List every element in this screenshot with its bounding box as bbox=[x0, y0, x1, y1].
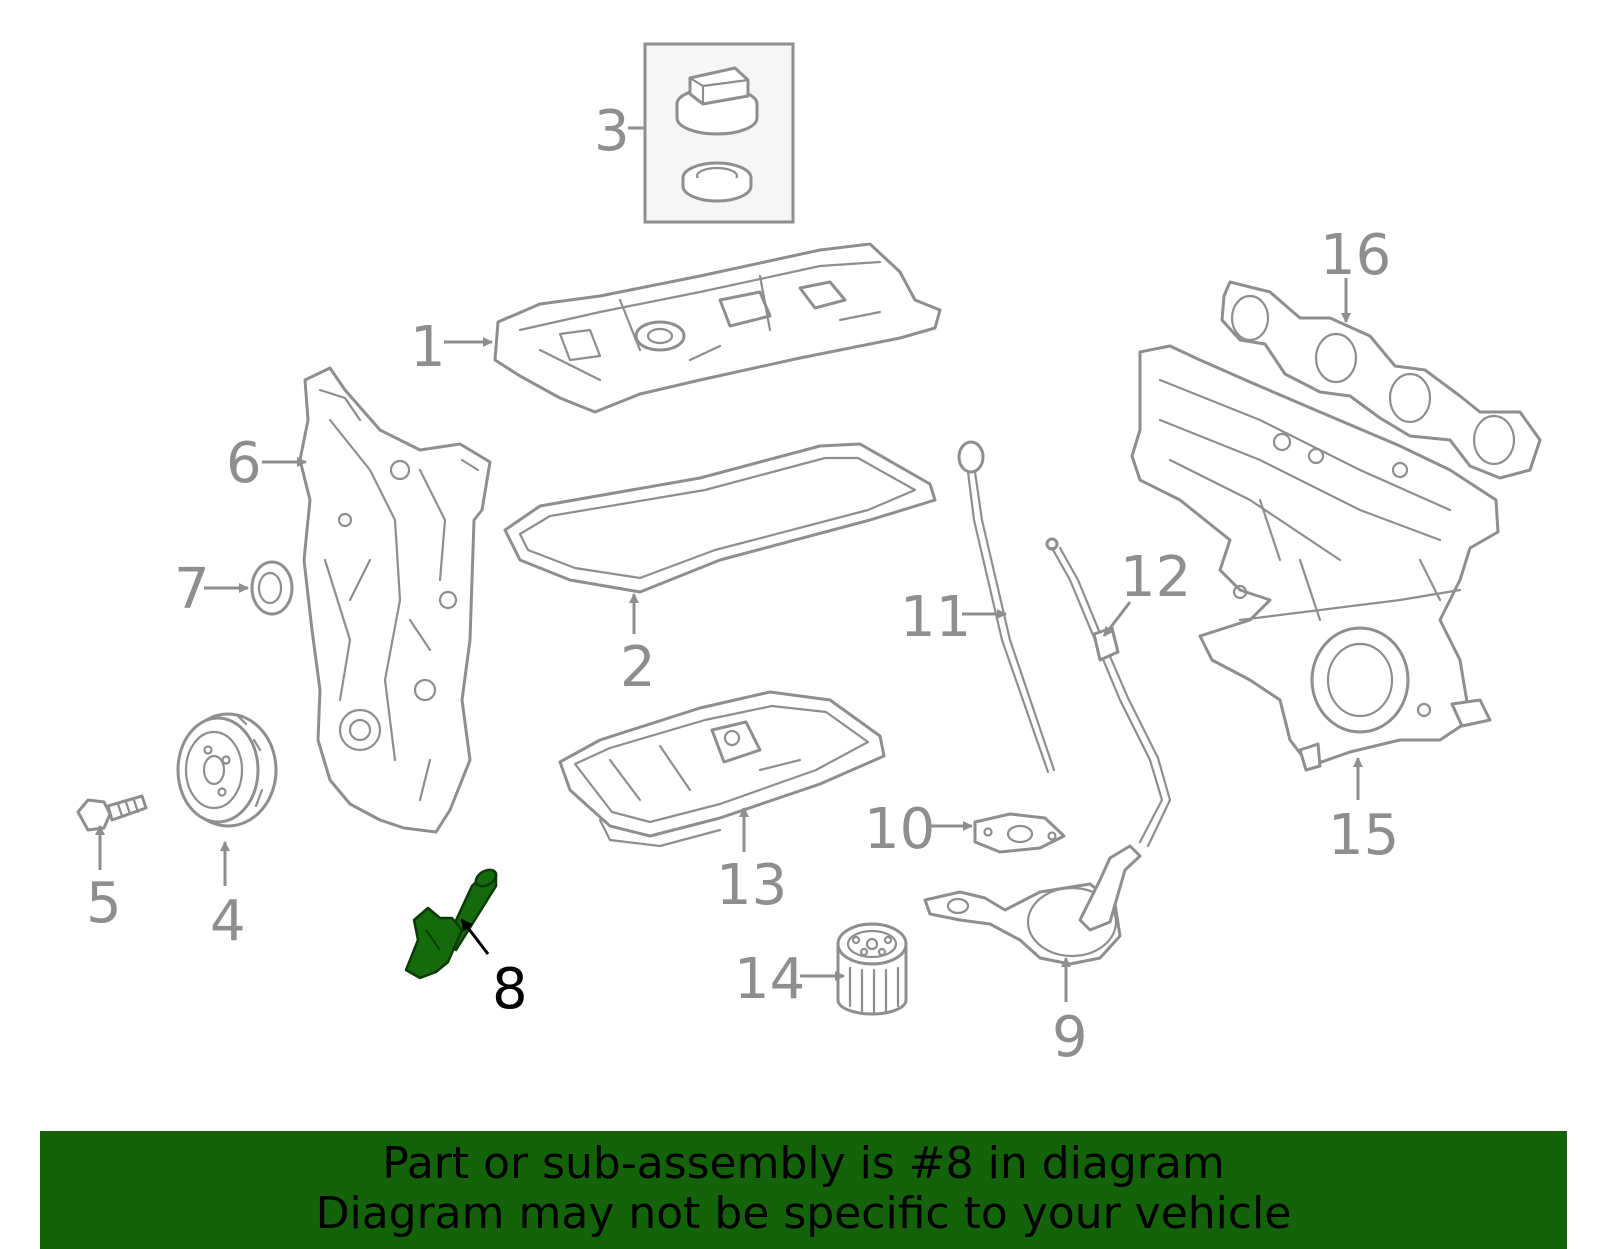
callout-16: 16 bbox=[1320, 223, 1391, 288]
callout-9: 9 bbox=[1052, 1005, 1088, 1070]
leader-8 bbox=[460, 918, 490, 955]
callout-15: 15 bbox=[1328, 803, 1399, 868]
callout-12: 12 bbox=[1120, 545, 1191, 610]
part-5-bolt bbox=[76, 794, 148, 832]
callout-1: 1 bbox=[410, 315, 446, 380]
callout-6: 6 bbox=[226, 431, 262, 496]
part-16-intake-manifold-gasket bbox=[1220, 280, 1542, 480]
part-1-valve-cover bbox=[493, 242, 942, 414]
part-15-engine-assembly bbox=[1130, 344, 1500, 772]
callout-10: 10 bbox=[864, 797, 935, 862]
part-7-oil-seal bbox=[250, 560, 294, 616]
part-11-dipstick bbox=[957, 440, 1056, 774]
part-13-oil-pan bbox=[558, 690, 886, 848]
part-6-timing-chain-cover bbox=[298, 366, 492, 834]
part-2-oil-pan-gasket bbox=[503, 442, 937, 594]
callout-3: 3 bbox=[594, 99, 630, 164]
part-10-oil-strainer-gasket bbox=[973, 812, 1066, 854]
banner-line-1: Part or sub-assembly is #8 in diagram bbox=[382, 1138, 1225, 1189]
part-14-oil-filter bbox=[836, 922, 908, 1016]
banner-line-2: Diagram may not be specific to your vehi… bbox=[315, 1188, 1292, 1239]
callout-7: 7 bbox=[174, 557, 210, 622]
part-4-crankshaft-pulley bbox=[176, 712, 278, 828]
callout-14: 14 bbox=[734, 947, 805, 1012]
info-banner: Part or sub-assembly is #8 in diagram Di… bbox=[40, 1131, 1567, 1249]
part-9-oil-strainer bbox=[923, 844, 1142, 966]
part-8-crankshaft-position-sensor[interactable] bbox=[404, 866, 499, 980]
part-3-oil-filler-cap bbox=[643, 42, 795, 224]
leader-lines bbox=[95, 126, 1363, 1002]
callout-8: 8 bbox=[492, 957, 528, 1022]
leader-12 bbox=[1102, 601, 1132, 637]
callout-13: 13 bbox=[716, 853, 787, 918]
callout-labels: 1 2 3 4 5 6 7 8 9 10 11 12 13 14 15 16 bbox=[86, 99, 1399, 1070]
callout-11: 11 bbox=[900, 585, 971, 650]
callout-4: 4 bbox=[210, 889, 246, 954]
callout-2: 2 bbox=[620, 635, 656, 700]
callout-5: 5 bbox=[86, 871, 122, 936]
